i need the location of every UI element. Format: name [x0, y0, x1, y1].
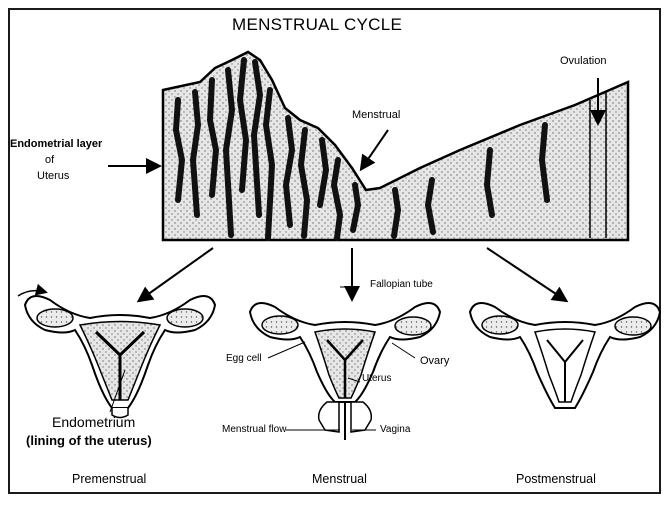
label-endometrium: Endometrium — [52, 415, 135, 429]
arrow-to-postmenstrual — [487, 248, 565, 300]
uterus-premenstrual — [25, 296, 215, 418]
label-endometrial-uterus: Uterus — [37, 171, 69, 182]
label-ovary: Ovary — [420, 356, 449, 367]
fallopian-flow-arrow — [18, 291, 45, 296]
uterus-menstrual — [250, 303, 440, 440]
label-ovulation: Ovulation — [560, 56, 606, 67]
label-endometrium-sub: (lining of the uterus) — [26, 434, 152, 447]
stage-label-menstrual: Menstrual — [312, 473, 367, 486]
label-vagina: Vagina — [380, 425, 410, 435]
menstrual-pointer-arrow — [362, 130, 388, 168]
endometrial-layer-graph — [163, 52, 628, 240]
label-uterus: Uterus — [362, 374, 391, 384]
label-egg-cell: Egg cell — [226, 354, 262, 364]
arrow-to-premenstrual — [140, 248, 213, 300]
label-menstrual-graph: Menstrual — [352, 110, 400, 121]
label-menstrual-flow: Menstrual flow — [222, 425, 286, 435]
label-endometrial-of: of — [45, 155, 54, 166]
stage-label-premenstrual: Premenstrual — [72, 473, 146, 486]
diagram-title: MENSTRUAL CYCLE — [232, 16, 402, 33]
label-endometrial-layer: Endometrial layer — [10, 139, 102, 150]
label-fallopian-tube: Fallopian tube — [370, 280, 433, 290]
stage-label-postmenstrual: Postmenstrual — [516, 473, 596, 486]
uterus-postmenstrual — [470, 303, 660, 408]
